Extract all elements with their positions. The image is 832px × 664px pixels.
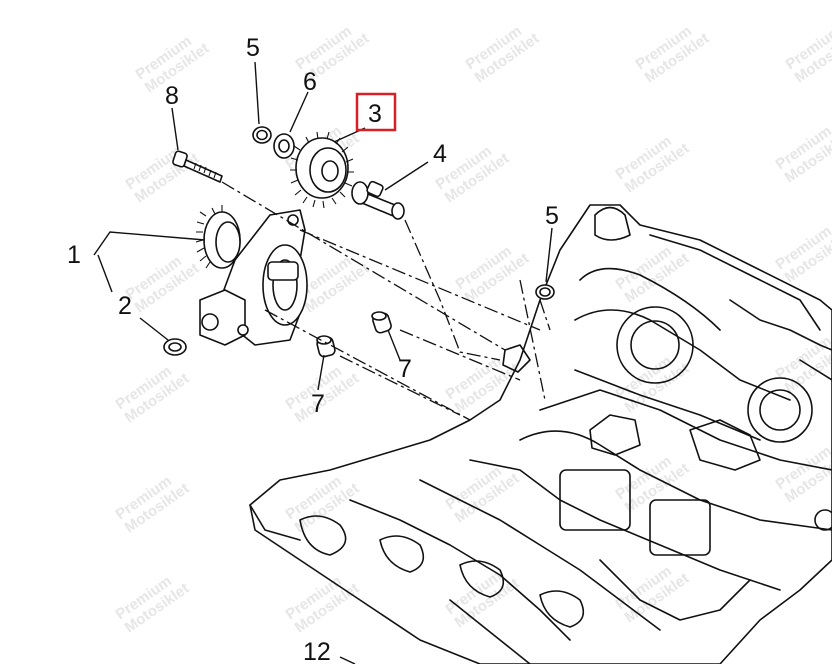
watermark-text: PremiumMotosiklet — [613, 447, 693, 517]
callout-8: 8 — [165, 82, 179, 110]
pump-drive-gear — [195, 205, 241, 269]
oil-pump-assembly — [195, 205, 308, 346]
dowel-pin-part-7-b — [316, 335, 336, 358]
shaft-part-4 — [351, 180, 405, 220]
callout-5-lower: 5 — [545, 202, 559, 230]
crankcase — [249, 204, 832, 664]
watermark-text: PremiumMotosiklet — [613, 237, 693, 307]
watermark-text: PremiumMotosiklet — [773, 437, 832, 507]
bolt-part-8 — [172, 150, 223, 183]
callout-2: 2 — [118, 292, 132, 320]
watermark-text: PremiumMotosiklet — [113, 357, 193, 427]
watermark-text: PremiumMotosiklet — [463, 17, 543, 87]
dowel-pin-part-7-a — [371, 311, 392, 334]
callout-1: 1 — [67, 241, 81, 269]
alignment-lines — [221, 181, 551, 421]
watermark-text: PremiumMotosiklet — [443, 562, 523, 632]
watermark-text: PremiumMotosiklet — [283, 567, 363, 637]
watermark-text: PremiumMotosiklet — [443, 457, 523, 527]
callout-7-right: 7 — [398, 355, 412, 383]
circlip-part-5-upper — [252, 126, 272, 144]
watermark-text: PremiumMotosiklet — [633, 17, 713, 87]
gear-part-3 — [290, 131, 354, 209]
callout-12: 12 — [303, 638, 331, 664]
watermark-text: PremiumMotosiklet — [613, 127, 693, 197]
watermark-text: PremiumMotosiklet — [453, 237, 533, 307]
watermark-text: PremiumMotosiklet — [783, 17, 832, 87]
callout-4: 4 — [433, 140, 447, 168]
washer-part-6 — [273, 133, 295, 159]
watermark-text: PremiumMotosiklet — [123, 137, 203, 207]
callout-5-upper: 5 — [246, 34, 260, 62]
watermark-text: PremiumMotosiklet — [773, 117, 832, 187]
watermark-text: PremiumMotosiklet — [443, 347, 523, 417]
watermark-text: PremiumMotosiklet — [773, 217, 832, 287]
callout-labels: 8 5 6 3 4 5 1 2 7 7 12 — [67, 34, 559, 664]
highlight-box — [355, 92, 397, 132]
callout-6: 6 — [303, 68, 317, 96]
o-ring-part-2 — [163, 338, 187, 356]
circlip-part-5-lower — [535, 284, 555, 300]
watermark-text: PremiumMotosiklet — [123, 247, 203, 317]
watermark-text: PremiumMotosiklet — [613, 557, 693, 627]
callout-7-left: 7 — [311, 390, 325, 418]
watermark-text: PremiumMotosiklet — [613, 347, 693, 417]
watermark-text: PremiumMotosiklet — [113, 567, 193, 637]
watermark-text: PremiumMotosiklet — [113, 467, 193, 537]
callout-3: 3 — [368, 100, 382, 128]
